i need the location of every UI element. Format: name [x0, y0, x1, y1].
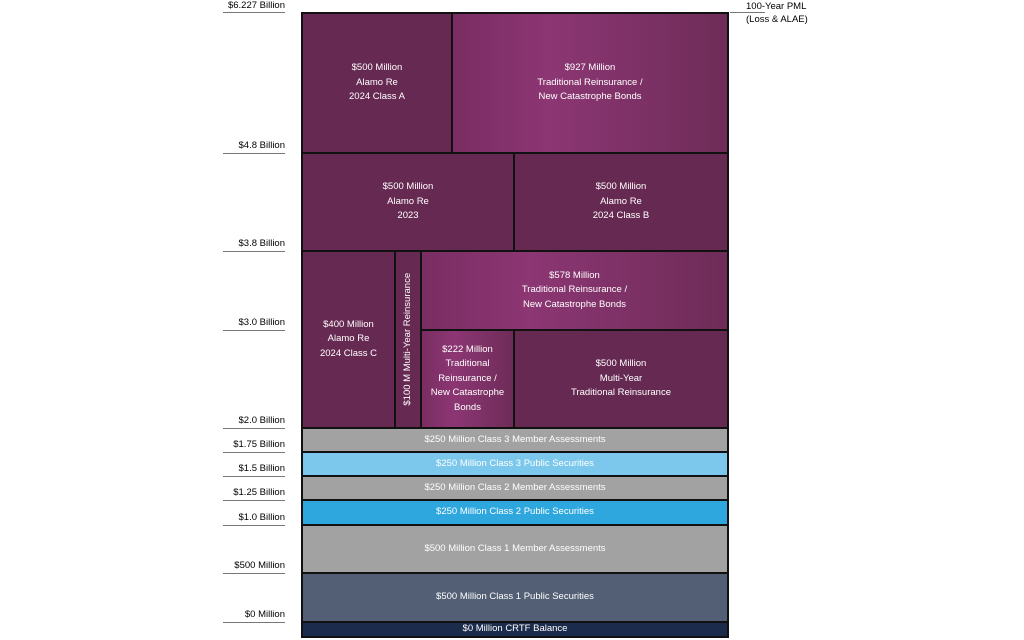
axis-label-1-75: $1.75 Billion	[233, 439, 285, 450]
block-label: $250 Million Class 2 Member Assessments	[424, 481, 606, 493]
axis-label-2-0: $2.0 Billion	[238, 415, 285, 426]
block-label: $500 Million Alamo Re 2024 Class B	[592, 181, 650, 222]
class-1-public-securities-layer: $500 Million Class 1 Public Securities	[301, 572, 729, 623]
axis-tick	[223, 330, 285, 331]
axis-label-4-8: $4.8 Billion	[238, 140, 285, 151]
block-label: $400 Million Alamo Re 2024 Class C	[319, 318, 378, 359]
axis-tick	[223, 452, 285, 453]
pml-label: 100-Year PML (Loss & ALAE)	[746, 1, 808, 25]
alamo-re-2023-layer: $500 Million Alamo Re 2023	[301, 152, 515, 252]
axis-label-3-8: $3.8 Billion	[238, 238, 285, 249]
block-label: $100 M Multi-Year Reinsurance	[401, 273, 413, 406]
axis-tick	[223, 500, 285, 501]
axis-label-0m: $0 Million	[244, 609, 285, 620]
axis-label-3-0: $3.0 Billion	[238, 317, 285, 328]
block-label: $578 Million Traditional Reinsurance / N…	[521, 269, 628, 310]
traditional-reinsurance-927-layer: $927 Million Traditional Reinsurance / N…	[451, 12, 729, 154]
block-label: $222 Million Traditional Reinsurance / N…	[430, 343, 505, 413]
axis-tick	[223, 251, 285, 252]
block-label: $250 Million Class 2 Public Securities	[436, 506, 594, 518]
axis-tick	[223, 153, 285, 154]
axis-tick	[223, 622, 285, 623]
block-label: $500 Million Alamo Re 2023	[382, 181, 434, 222]
block-label: $500 Million Class 1 Public Securities	[436, 591, 594, 603]
traditional-reinsurance-578-layer: $578 Million Traditional Reinsurance / N…	[420, 250, 729, 331]
axis-label-6227: $6.227 Billion	[227, 0, 285, 11]
class-3-public-securities-layer: $250 Million Class 3 Public Securities	[301, 451, 729, 477]
axis-tick	[223, 476, 285, 477]
crtf-balance-layer: $0 Million CRTF Balance	[301, 621, 729, 638]
traditional-reinsurance-222-layer: $222 Million Traditional Reinsurance / N…	[420, 329, 515, 429]
multi-year-traditional-reinsurance-500-layer: $500 Million Multi-Year Traditional Rein…	[513, 329, 729, 429]
pml-tick	[730, 12, 765, 13]
alamo-re-2024-class-a-layer: $500 Million Alamo Re 2024 Class A	[301, 12, 453, 154]
axis-tick	[223, 428, 285, 429]
class-3-member-assessments-layer: $250 Million Class 3 Member Assessments	[301, 427, 729, 453]
class-2-member-assessments-layer: $250 Million Class 2 Member Assessments	[301, 475, 729, 501]
block-label: $0 Million CRTF Balance	[462, 623, 568, 635]
block-label: $500 Million Multi-Year Traditional Rein…	[571, 358, 671, 399]
alamo-re-2024-class-b-layer: $500 Million Alamo Re 2024 Class B	[513, 152, 729, 252]
block-label: $250 Million Class 3 Public Securities	[436, 457, 594, 469]
class-2-public-securities-layer: $250 Million Class 2 Public Securities	[301, 499, 729, 526]
block-label: $927 Million Traditional Reinsurance / N…	[537, 62, 643, 103]
axis-tick	[223, 12, 285, 13]
block-label: $500 Million Alamo Re 2024 Class A	[349, 62, 405, 103]
axis-label-1-5: $1.5 Billion	[238, 463, 285, 474]
axis-label-1-0: $1.0 Billion	[238, 512, 285, 523]
alamo-re-2024-class-c-layer: $400 Million Alamo Re 2024 Class C	[301, 250, 396, 429]
block-label: $250 Million Class 3 Member Assessments	[424, 433, 606, 445]
block-label: $500 Million Class 1 Member Assessments	[424, 542, 606, 554]
class-1-member-assessments-layer: $500 Million Class 1 Member Assessments	[301, 524, 729, 574]
multi-year-reinsurance-100-layer: $100 M Multi-Year Reinsurance	[394, 250, 422, 429]
axis-label-1-25: $1.25 Billion	[233, 487, 285, 498]
axis-label-500m: $500 Million	[234, 560, 285, 571]
axis-tick	[223, 573, 285, 574]
axis-tick	[223, 525, 285, 526]
